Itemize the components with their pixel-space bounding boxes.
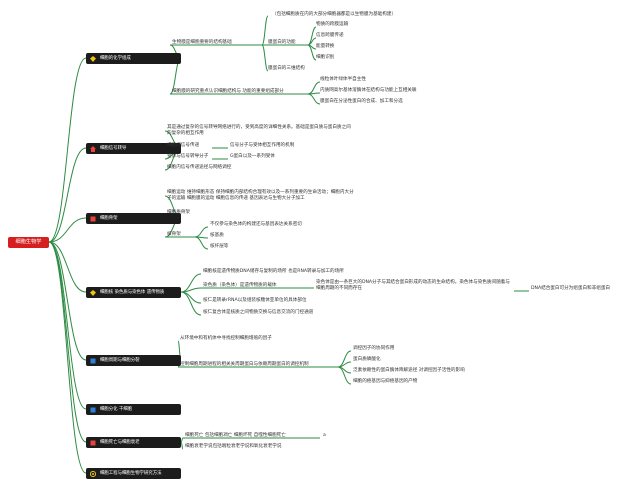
cytoskeleton-intro-node[interactable]: 细胞运动 维持细胞形态 保持细胞内部结构合理有效以及一系列重要的生命活动；细胞内…: [167, 190, 354, 201]
nuclear-skeleton-node[interactable]: 核骨架: [167, 232, 181, 237]
diamond-icon: [90, 289, 96, 296]
connector-line: [307, 44, 317, 61]
connector-line: [194, 236, 209, 250]
signal-row-left[interactable]: 细胞间信号传递: [167, 143, 200, 148]
regulation-item[interactable]: 调控因子的协同作用: [353, 346, 395, 351]
topic-label: 细胞分化 干细胞: [100, 407, 133, 412]
nuclear-skeleton-item[interactable]: 核纤层等: [210, 244, 229, 249]
topic-nucleus-chromatin[interactable]: 细胞核 染色质与染色体 遗传物质: [86, 287, 181, 298]
organelle-item[interactable]: 线粒体叶绿体半自主性: [320, 77, 366, 82]
membrane-research-node[interactable]: 细胞膜的研究重点认识细胞结构与 功能的重要组成部分: [172, 89, 284, 94]
topic-cell-cycle[interactable]: 细胞周期与细胞分裂: [86, 355, 181, 366]
membrane-protein-function-node[interactable]: 膜蛋白的功能: [268, 40, 296, 45]
root-connector: [48, 241, 87, 293]
diamond-icon: [90, 55, 96, 62]
connector-line: [180, 441, 184, 450]
square-icon: [90, 407, 96, 412]
signal-row-left[interactable]: 受体与信号转导分子: [167, 154, 209, 159]
topic-label: 细胞周期与细胞分裂: [100, 358, 140, 363]
root-connector: [48, 241, 87, 443]
connector-line: [307, 93, 321, 105]
cytoplasmic-skeleton-node[interactable]: 细胞质骨架: [167, 210, 190, 215]
proliferation-factor-node[interactable]: 从环境中和有机体中寻找控制细胞增殖的因子: [180, 336, 272, 341]
connector-line: [180, 273, 202, 293]
topic-differentiation-stem-cells[interactable]: 细胞分化 干细胞: [86, 404, 181, 415]
regulation-item[interactable]: 细胞的癌基因与抑癌基因的产物: [353, 379, 418, 384]
function-item[interactable]: 信息跨膜传递: [316, 33, 344, 38]
placeholder-node[interactable]: a: [323, 433, 326, 438]
cell-death-node[interactable]: 细胞死亡 包括细胞凋亡 细胞坏死 自噬性细胞死亡: [185, 433, 286, 438]
topic-label: 细胞骨架: [100, 216, 118, 221]
root-connector: [48, 241, 87, 474]
connector-line: [337, 366, 352, 385]
membrane-protein-structure-node[interactable]: 膜蛋白的三维结构: [268, 66, 305, 71]
topic-chemical-composition[interactable]: 细胞的化学组成: [86, 53, 181, 64]
target-icon: [90, 470, 96, 477]
signal-row-left[interactable]: 细胞内信号传递途径与网络调控: [167, 165, 232, 170]
nucleus-dna-node[interactable]: 细胞核是遗传物质DNA储存与复制的场所 也是RNA转录与加工的场所: [203, 269, 344, 274]
chromosome-detail-node[interactable]: 染色体是由一条巨大的DNA分子与其结合蛋白形成的动态的生命结构。染色体与染色质间…: [316, 280, 510, 291]
square-icon: [90, 358, 96, 363]
signal-intro-node[interactable]: 其是通过复杂的信号转导网络进行的，受到高度的详细性关系。基础是蛋白质与蛋白质之间…: [167, 125, 351, 136]
signal-row-right[interactable]: 信号分子与受体相互作用的机制: [230, 143, 295, 148]
connector-line: [180, 291, 202, 304]
connector-line: [180, 437, 184, 443]
connector-line: [261, 15, 269, 46]
topic-label: 细胞死亡与细胞衰老: [100, 440, 140, 445]
topic-label: 细胞工程与细胞生物学研究方法: [100, 471, 162, 476]
topic-death-aging[interactable]: 细胞死亡与细胞衰老: [86, 437, 181, 448]
topic-cell-engineering-methods[interactable]: 细胞工程与细胞生物学研究方法: [86, 468, 181, 479]
connector-line: [180, 287, 202, 293]
membrane-note: （包括细胞质在内的大部分细胞器都是以生物膜为基础构建）: [272, 12, 397, 17]
function-item[interactable]: 物质的跨膜运输: [316, 22, 349, 27]
root-connector: [48, 57, 87, 243]
connector-line: [180, 291, 202, 316]
nuclear-skeleton-item[interactable]: 核基质: [210, 233, 224, 238]
topic-label: 细胞信号转导: [100, 146, 127, 151]
root-connector: [48, 147, 87, 243]
biomembrane-node[interactable]: 生物膜是细胞重要的结构基础: [172, 40, 232, 45]
root-node[interactable]: 细胞生物学: [8, 237, 49, 248]
function-item[interactable]: 能量转换: [316, 44, 335, 49]
nucleolus-node[interactable]: 核仁是转录rRNA以及组装核糖体亚单位的具体部位: [203, 298, 307, 303]
connector-line: [307, 81, 321, 95]
topic-signal-transduction[interactable]: 细胞信号转导: [86, 143, 181, 154]
nuclear-skeleton-item[interactable]: 不仅参与染色体的构建还与基因表达关系密切: [210, 222, 302, 227]
signal-row-right[interactable]: G蛋白以及一系列受体: [230, 154, 275, 159]
square-icon: [90, 216, 96, 221]
root-connector: [48, 241, 87, 361]
regulation-item[interactable]: 蛋白质磷酸化: [353, 357, 381, 362]
nuclear-pore-node[interactable]: 核仁复合体是核质之间物质交换与信息交流的门控通道: [203, 310, 314, 315]
organelle-item[interactable]: 内质网高尔基体溶酶体在结构与功能上互相关联: [320, 88, 417, 93]
root-connector: [48, 217, 87, 243]
regulation-item[interactable]: 泛素依赖性的蛋白酶体降解途径 对调控因子活性的影响: [353, 368, 465, 373]
square-icon: [90, 440, 96, 445]
topic-cytoskeleton[interactable]: 细胞骨架: [86, 213, 181, 224]
topic-label: 细胞核 染色质与染色体 遗传物质: [100, 290, 165, 295]
topic-label: 细胞的化学组成: [100, 56, 131, 61]
cell-aging-node[interactable]: 细胞衰老学说包括端粒衰老学说和氧化衰老学说: [185, 444, 282, 449]
cyclin-regulation-node[interactable]: 控制细胞周期进程的相关关周期蛋白与依赖周期蛋白的调控机制: [180, 362, 309, 367]
house-icon: [90, 145, 96, 152]
function-item[interactable]: 细胞识别: [316, 55, 335, 60]
connector-line: [261, 44, 269, 72]
organelle-item[interactable]: 膜蛋白在分泌性蛋白的合成、加工和分选: [320, 99, 403, 104]
connector-line: [194, 226, 209, 238]
chromatin-node[interactable]: 染色质（染色体）是遗传物质的载体: [203, 283, 277, 288]
dna-binding-protein-node[interactable]: DNA结合蛋白可分为组蛋白和非组蛋白: [531, 286, 611, 291]
